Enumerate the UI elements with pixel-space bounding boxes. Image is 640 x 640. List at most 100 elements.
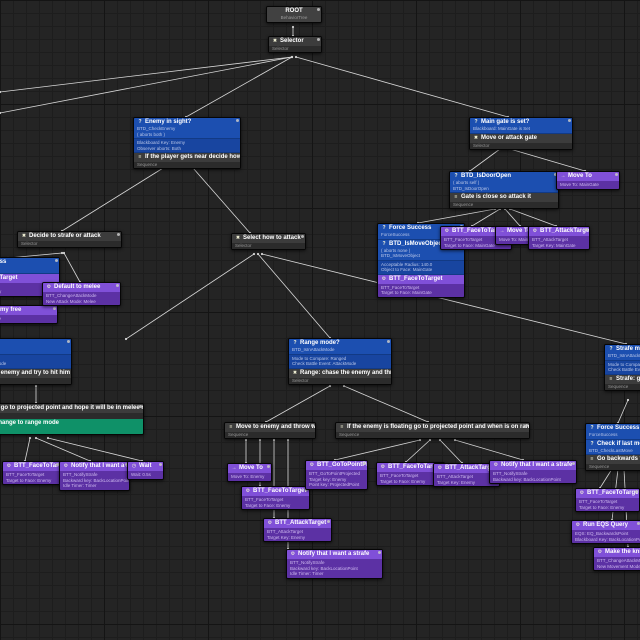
node-header: ⚙Set the enemy free xyxy=(0,306,57,315)
node-title: Wait xyxy=(139,463,152,469)
node-detail-line: Point key: ProjectedPoint xyxy=(309,482,360,487)
node-title: If the player gets near decide how to at… xyxy=(145,154,241,160)
node-header: ?Melee mode? xyxy=(0,340,68,347)
task-icon: ⚙ xyxy=(380,464,386,470)
sequence-icon: ≡ xyxy=(138,154,142,160)
node-enemy-in-sight[interactable]: ?Enemy in sight?BTD_CheckEnemy( aborts b… xyxy=(133,117,241,169)
node-face-enemy-left[interactable]: ⚙BTT_FaceToTargetBTT_FaceToTargetTarget … xyxy=(2,461,61,485)
node-title: Selector xyxy=(280,38,304,44)
node-range-projected[interactable]: ≡If the enemy is floating go to projecte… xyxy=(335,422,530,439)
node-detail-line: Wait: 0.5s xyxy=(131,472,151,477)
node-title: Notify that I want a strafe xyxy=(501,462,573,468)
task-icon: ⚙ xyxy=(245,488,251,494)
node-detail-line: Blackboard Key: Enemy xyxy=(137,140,186,145)
node-set-enemy-free[interactable]: ⚙Set the enemy freeBTT_SetEnemyFree xyxy=(0,305,58,324)
node-header: ⚙Run EQS Query xyxy=(572,521,640,530)
edge-pin xyxy=(62,251,66,255)
edge-pin xyxy=(328,384,332,388)
edge-connector xyxy=(0,56,293,114)
node-header: ?BTD_IsMoveObject xyxy=(381,241,461,248)
edge-pin xyxy=(34,384,38,388)
edge-connector xyxy=(343,385,429,423)
decorator-icon: ? xyxy=(382,225,386,231)
decorator-icon: ? xyxy=(293,340,297,346)
edge-connector xyxy=(334,439,421,461)
node-go-to-point-projected[interactable]: ⚙BTT_GoToPointProjectedBTT_GoToPointProj… xyxy=(305,460,368,490)
node-melee-projected[interactable]: ≡If the enemy is floating go to projecte… xyxy=(0,403,144,435)
node-detail-line: Target Key: MainGate xyxy=(532,242,576,248)
node-is-door-open[interactable]: ?BTD_IsDoorOpen( aborts self )BTD_IsDoor… xyxy=(449,171,559,209)
node-header: ✖Move or attack gate xyxy=(473,135,569,142)
node-detail-line: ForceSuccess xyxy=(589,432,618,437)
node-detail-line: BTT_NotifyStrafe xyxy=(290,560,325,565)
edge-pin xyxy=(124,337,128,341)
edge-connector xyxy=(261,253,627,345)
node-title: ROOT xyxy=(285,8,303,14)
node-header: ⚙Notify that I want a strafe xyxy=(60,462,129,471)
task-icon: ⚙ xyxy=(309,462,315,468)
node-detail-line: BTD_IsInAttackMode xyxy=(0,347,68,353)
node-detail-line: Idle Timer: Timer xyxy=(63,483,97,488)
node-title: Strafe: go backwards xyxy=(616,375,640,382)
node-subtitle: Selector xyxy=(18,241,121,247)
node-detail-line: ( aborts self ) xyxy=(453,180,480,185)
node-header: ≡Melee: Chase the enemy and try to hit h… xyxy=(0,370,70,377)
node-title: BTT_FaceToTarget xyxy=(253,488,307,494)
node-detail-line: Acceptable Radius: 140.0 xyxy=(381,261,433,267)
edge-pin xyxy=(252,252,256,256)
node-title: Select how to attack xyxy=(243,235,301,241)
node-header: ?BTD_IsDoorOpen xyxy=(453,173,555,180)
node-detail-line: ( aborts none ) xyxy=(381,247,411,253)
decorator-icon: ? xyxy=(590,440,594,447)
node-title: Check if last movement was backwards xyxy=(597,440,640,447)
node-subtitle: Sequence xyxy=(0,413,143,419)
node-make-knight-strafe[interactable]: ⚙Make the knight strafeBTT_ChangeAttackM… xyxy=(593,547,640,571)
edge-connector xyxy=(509,208,557,227)
node-title: Move To xyxy=(239,465,263,471)
node-main-gate[interactable]: ?Main gate is set?Blackboard: MainGate i… xyxy=(469,117,573,150)
edge-connector xyxy=(295,56,509,118)
node-title: BTT_FaceToTarget xyxy=(452,228,506,234)
node-detail-line: Check Battle Event: AttackMode xyxy=(292,361,357,366)
edge-pin xyxy=(244,438,248,442)
edge-pin xyxy=(28,436,32,440)
node-detail-line: Target to Face: Enemy xyxy=(6,477,52,483)
task-icon: ⚙ xyxy=(6,463,12,469)
edge-connector xyxy=(469,148,501,172)
node-title: Force Success xyxy=(0,259,7,265)
edge-connector xyxy=(504,208,521,227)
edge-pin xyxy=(60,251,64,255)
node-notify-strafe-left[interactable]: ⚙Notify that I want a strafeBTT_NotifySt… xyxy=(59,461,130,491)
node-title: Main gate is set? xyxy=(481,119,530,125)
node-subtitle: Selector xyxy=(269,46,321,52)
node-title: Move or attack gate xyxy=(481,134,538,141)
node-move-and-throw[interactable]: ≡Move to enemy and throw weaponSequence xyxy=(224,422,316,439)
